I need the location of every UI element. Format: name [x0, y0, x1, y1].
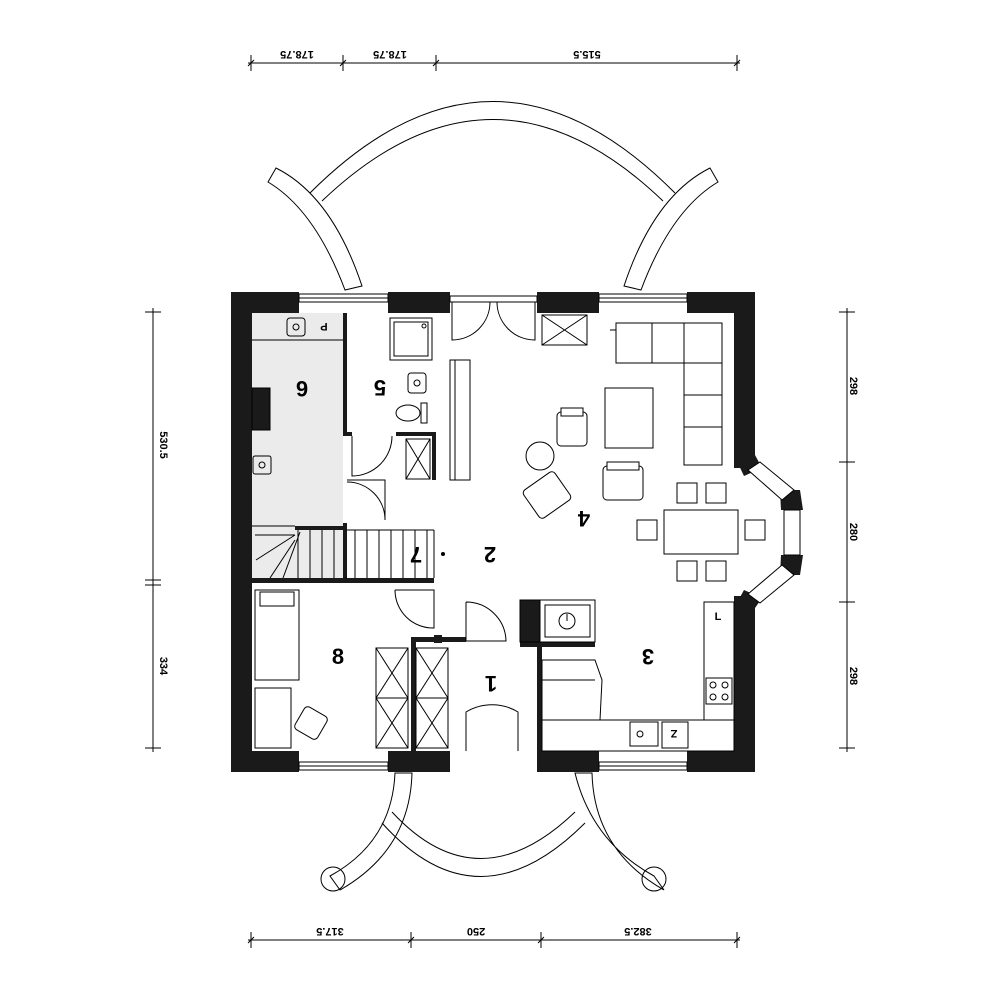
kitchen-fixtures — [519, 599, 735, 752]
doors — [346, 301, 536, 751]
top-dimension-chain — [247, 55, 741, 71]
windows — [298, 293, 801, 771]
room-label-2: 2 — [484, 542, 496, 567]
bottom-dimension-chain — [247, 932, 741, 948]
room-9-fixtures — [251, 317, 343, 475]
room-label-8: 8 — [332, 644, 344, 669]
left-dimension-chain — [145, 308, 161, 752]
fixture-z-label: Z — [670, 727, 677, 739]
top-pergola — [267, 101, 719, 291]
right-dim-1: 298 — [847, 377, 859, 395]
top-dim-2: 178.75 — [373, 48, 407, 60]
fixture-p-label: P — [320, 320, 327, 332]
top-dim-3: 515.5 — [573, 48, 601, 60]
room-label-6: 6 — [296, 376, 308, 401]
staircase — [252, 525, 435, 579]
room-label-5: 5 — [374, 375, 386, 400]
left-dim-1: 530.5 — [157, 431, 169, 459]
left-dim-2: 334 — [157, 657, 169, 676]
room-label-7: 7 — [410, 542, 422, 567]
right-dim-3: 298 — [847, 667, 859, 685]
bedroom-furniture — [254, 589, 449, 749]
living-furniture — [522, 314, 766, 582]
room-label-1: 1 — [485, 671, 497, 696]
stair-marker — [441, 552, 445, 556]
room-label-3: 3 — [642, 644, 654, 669]
room-5-fixtures — [389, 317, 433, 480]
bottom-dim-2: 250 — [467, 925, 485, 937]
top-dim-1: 178.75 — [280, 48, 314, 60]
right-dimension-chain — [839, 308, 855, 752]
bottom-dim-1: 317.5 — [316, 925, 344, 937]
hall-wardrobe — [449, 359, 471, 481]
room-label-4: 4 — [577, 506, 590, 531]
interior-walls — [252, 313, 595, 751]
bottom-pergola — [320, 772, 667, 892]
right-dim-2: 280 — [847, 523, 859, 541]
fixture-l-label: L — [715, 611, 722, 623]
bottom-dim-3: 382.5 — [624, 925, 652, 937]
